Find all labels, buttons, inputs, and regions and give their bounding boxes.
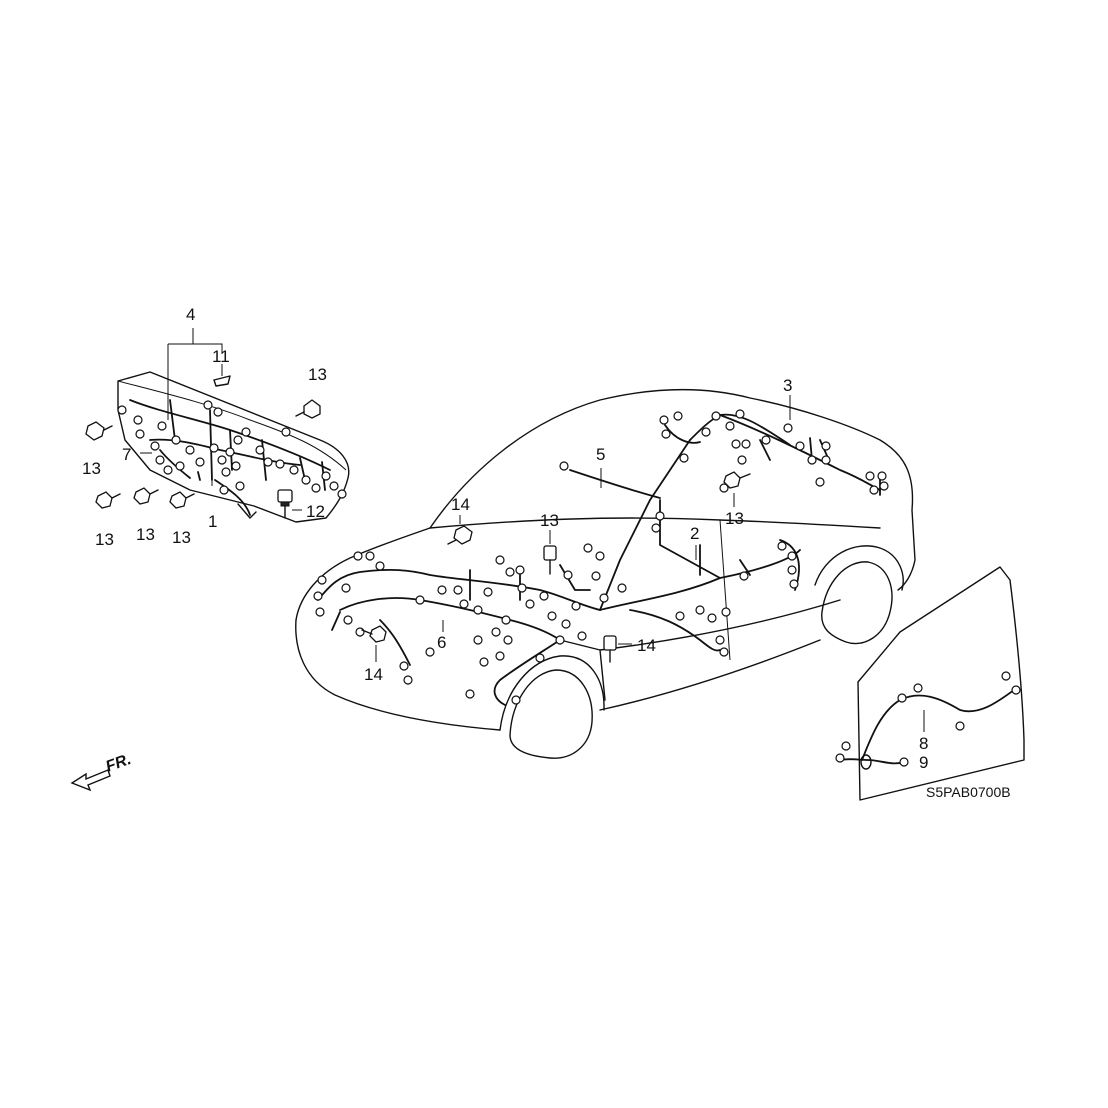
callout-13-left: 13 — [82, 459, 101, 478]
bolt-13-icon-d — [133, 487, 159, 505]
dashboard-harness-assembly — [117, 371, 350, 523]
callout-7: 7 — [122, 445, 131, 464]
door-panel — [835, 566, 1025, 801]
bolt-13-icon-f — [543, 545, 557, 575]
callout-3: 3 — [783, 376, 792, 395]
callout-13-e: 13 — [725, 509, 744, 528]
floor-connectors — [313, 453, 799, 705]
callout-4-bracket — [167, 328, 223, 420]
diagram-code: S5PAB0700B — [926, 784, 1011, 800]
callout-1: 1 — [208, 512, 217, 531]
callout-labels: 4 11 13 7 13 1 12 13 13 13 5 3 14 13 13 … — [82, 305, 928, 772]
callout-13-d: 13 — [540, 511, 559, 530]
callout-13-a: 13 — [95, 530, 114, 549]
front-label: FR. — [104, 751, 134, 776]
rear-harness — [659, 409, 889, 496]
callout-9: 9 — [919, 753, 928, 772]
rear-connectors — [659, 409, 889, 495]
bolt-13-icon-g — [723, 471, 751, 489]
car-body-outline — [295, 388, 916, 759]
main-floor-harness — [313, 439, 801, 706]
bolt-12-icon — [277, 489, 302, 519]
door-connectors — [835, 671, 1021, 767]
bolt-13-icon-c — [95, 491, 121, 509]
leader-lines — [140, 395, 925, 732]
callout-13-c: 13 — [172, 528, 191, 547]
bolt-14-icon-a — [447, 525, 473, 545]
bolt-14-icon-c — [603, 635, 617, 663]
callout-14-a: 14 — [451, 495, 470, 514]
bolt-13-icon-a — [85, 421, 113, 441]
callout-12: 12 — [306, 502, 325, 521]
bolt-13-icon-b — [295, 399, 321, 419]
front-arrow-icon — [70, 769, 111, 792]
callout-14-b: 14 — [637, 636, 656, 655]
clip-11-icon — [213, 375, 231, 387]
front-direction-indicator: FR. — [70, 751, 134, 792]
callout-8: 8 — [919, 734, 928, 753]
callout-2: 2 — [690, 524, 699, 543]
callout-11: 11 — [212, 347, 230, 366]
callout-13-top: 13 — [308, 365, 327, 384]
bolt-14-icon-b — [361, 625, 387, 643]
callout-4: 4 — [186, 305, 195, 324]
callout-5: 5 — [596, 445, 605, 464]
harness-connectors — [117, 400, 347, 499]
callout-6: 6 — [437, 633, 446, 652]
callout-14-c: 14 — [364, 665, 383, 684]
callout-13-b: 13 — [136, 525, 155, 544]
bolt-13-icon-e — [169, 491, 195, 509]
